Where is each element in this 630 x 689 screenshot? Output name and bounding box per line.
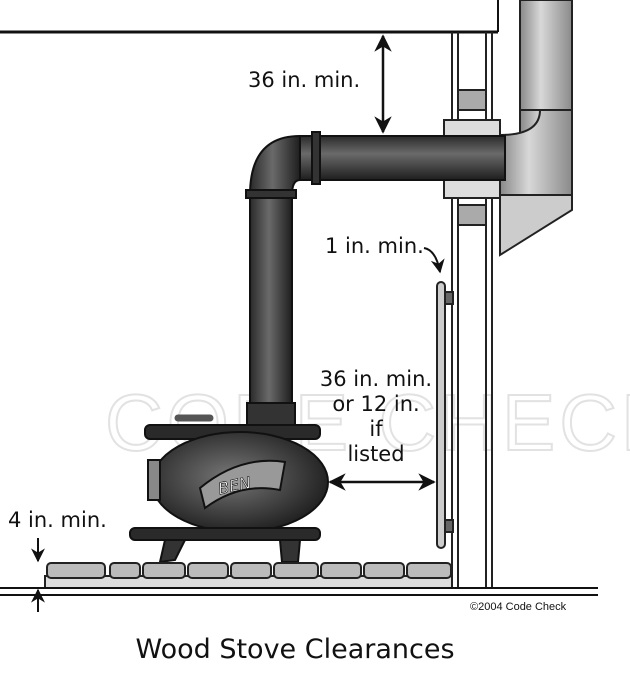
stovepipe — [245, 131, 506, 426]
hearth — [44, 562, 453, 589]
shield-gap-label: 1 in. min. — [325, 234, 424, 258]
chimney — [499, 0, 573, 257]
wood-stove: BEN — [129, 414, 329, 564]
heat-shield — [436, 281, 454, 549]
wall-clearance-label-2: or 12 in. — [332, 392, 419, 416]
wall — [443, 32, 501, 588]
ceiling-clearance-label: 36 in. min. — [248, 68, 360, 92]
wall-clearance-label-4: listed — [347, 442, 404, 466]
wall-clearance-label-1: 36 in. min. — [320, 367, 432, 391]
copyright: ©2004 Code Check — [470, 601, 567, 613]
diagram-title: Wood Stove Clearances — [135, 634, 454, 665]
wall-clearance-label-3: if — [369, 417, 383, 441]
shield-gap-leader — [423, 247, 445, 274]
floor — [0, 587, 598, 596]
ceiling — [0, 0, 499, 34]
hearth-thickness-label: 4 in. min. — [8, 508, 107, 532]
